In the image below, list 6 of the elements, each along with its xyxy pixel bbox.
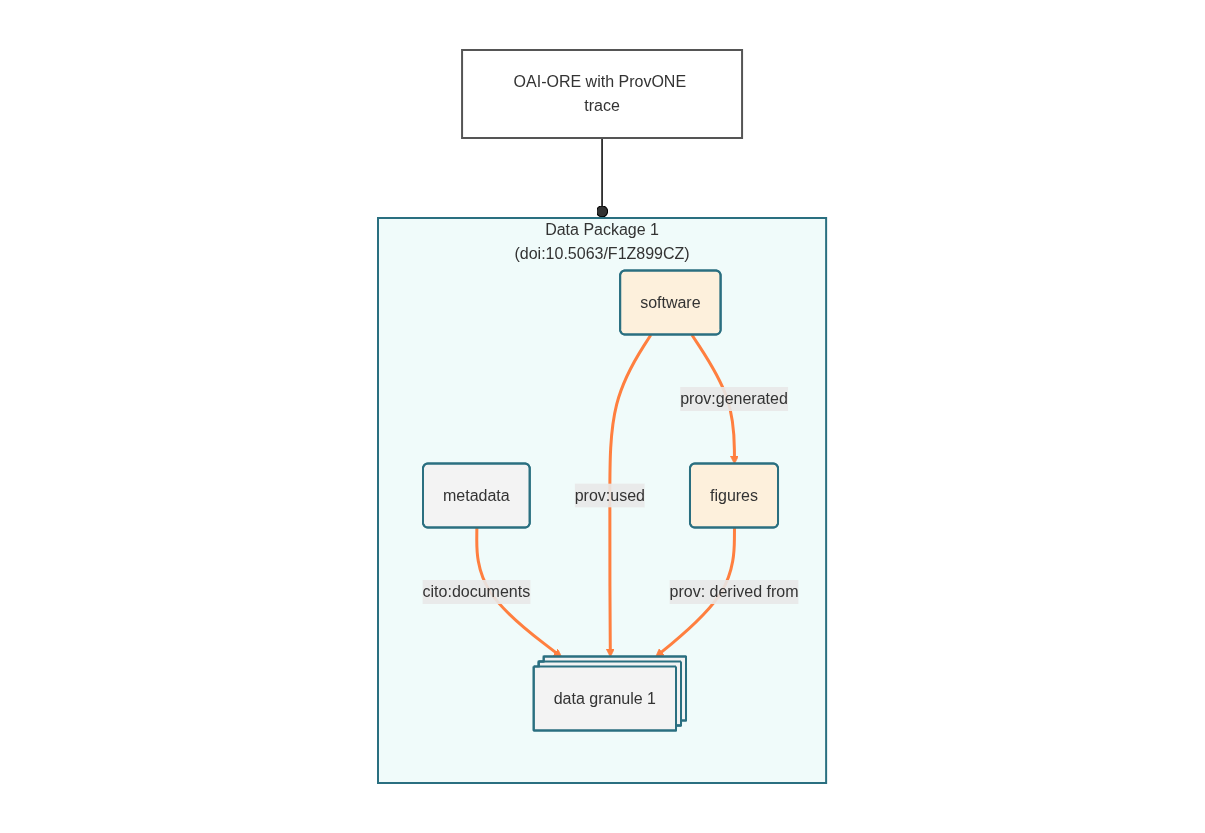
edge-label: cito:documents xyxy=(422,583,531,600)
edge-label: prov:generated xyxy=(680,390,789,407)
node-box: OAI-ORE with ProvONE trace xyxy=(461,49,744,139)
connector xyxy=(596,137,609,219)
edge-label: prov: derived from xyxy=(669,583,799,600)
edge-label: prov:used xyxy=(575,486,646,504)
